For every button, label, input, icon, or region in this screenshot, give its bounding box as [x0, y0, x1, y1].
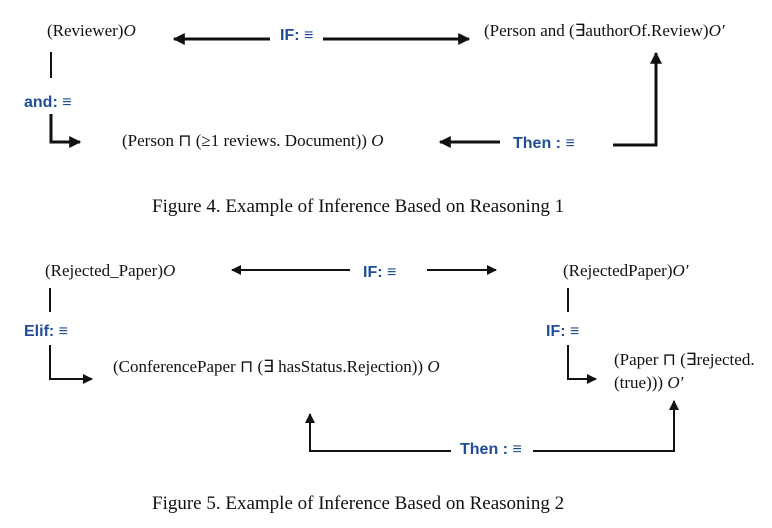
keyword-elif-fig5: Elif: ≡: [24, 322, 68, 342]
node-paper-o: O′: [667, 373, 684, 392]
keyword-then-fig5-label: Then :: [460, 441, 508, 458]
figure5-caption: Figure 5. Example of Inference Based on …: [152, 493, 565, 514]
keyword-if-right-fig5: IF: ≡: [546, 322, 579, 342]
node-rejected-paper-label: (Rejected_Paper): [45, 261, 163, 280]
node-reviewer-o: O: [123, 21, 136, 40]
node-person-reviews-label: (Person ⊓ (≥1 reviews. Document)): [122, 131, 367, 150]
node-person-author-label: (Person and (∃authorOf.Review): [484, 21, 709, 40]
keyword-if-fig4-label: IF:: [280, 27, 300, 44]
node-rejectedpaper-o: O′: [672, 261, 689, 280]
connector-then-left: [305, 413, 451, 452]
node-conference-paper-o: O: [427, 357, 440, 376]
keyword-if-fig4: IF: ≡: [280, 26, 313, 46]
figure5-connectors: [49, 265, 679, 452]
arrow-if-to-paper: [567, 345, 597, 384]
keyword-elif-fig5-eq: ≡: [58, 323, 69, 340]
node-person-author: (Person and (∃authorOf.Review)O′: [484, 21, 725, 41]
keyword-then-fig5-eq: ≡: [512, 441, 522, 458]
keyword-if-right-fig5-eq: ≡: [570, 323, 580, 340]
keyword-if-fig5-label: IF:: [363, 264, 383, 281]
node-rejectedpaper-label: (RejectedPaper): [563, 261, 673, 280]
keyword-and-fig4: and: ≡: [24, 93, 72, 113]
connector-person-author-feedback: [613, 51, 662, 147]
node-reviewer: (Reviewer)O: [47, 21, 136, 41]
node-conference-paper: (ConferencePaper ⊓ (∃ hasStatus.Rejectio…: [113, 357, 440, 377]
keyword-then-fig5: Then : ≡: [460, 440, 522, 460]
figure4-connectors: [49, 33, 662, 148]
keyword-if-fig5: IF: ≡: [363, 263, 396, 283]
connector-then-right: [533, 400, 679, 452]
keyword-if-fig5-eq: ≡: [387, 264, 397, 281]
node-person-reviews-o: O: [371, 131, 384, 150]
node-paper-line2-label: (true))): [614, 373, 664, 392]
node-reviewer-label: (Reviewer): [47, 21, 124, 40]
arrow-elif-to-conference: [49, 345, 93, 384]
node-person-reviews: (Person ⊓ (≥1 reviews. Document)) O: [122, 131, 383, 151]
keyword-elif-fig5-label: Elif:: [24, 323, 55, 340]
node-person-author-o: O′: [708, 21, 725, 40]
node-paper-line2: (true))) O′: [614, 373, 683, 393]
figure4-caption: Figure 4. Example of Inference Based on …: [152, 196, 565, 217]
node-conference-paper-label: (ConferencePaper ⊓ (∃ hasStatus.Rejectio…: [113, 357, 424, 376]
keyword-if-right-fig5-label: IF:: [546, 323, 566, 340]
keyword-then-fig4-label: Then :: [513, 135, 561, 152]
node-rejected-paper: (Rejected_Paper)O: [45, 261, 175, 281]
node-rejectedpaper: (RejectedPaper)O′: [563, 261, 689, 281]
keyword-then-fig4: Then : ≡: [513, 134, 575, 154]
keyword-if-fig4-eq: ≡: [304, 27, 314, 44]
keyword-and-fig4-label: and:: [24, 94, 58, 111]
node-paper-line1: (Paper ⊓ (∃rejected.: [614, 350, 755, 369]
arrow-and-to-person-reviews: [49, 114, 82, 148]
node-rejected-paper-o: O: [163, 261, 176, 280]
keyword-and-fig4-eq: ≡: [62, 94, 72, 111]
keyword-then-fig4-eq: ≡: [565, 135, 575, 152]
